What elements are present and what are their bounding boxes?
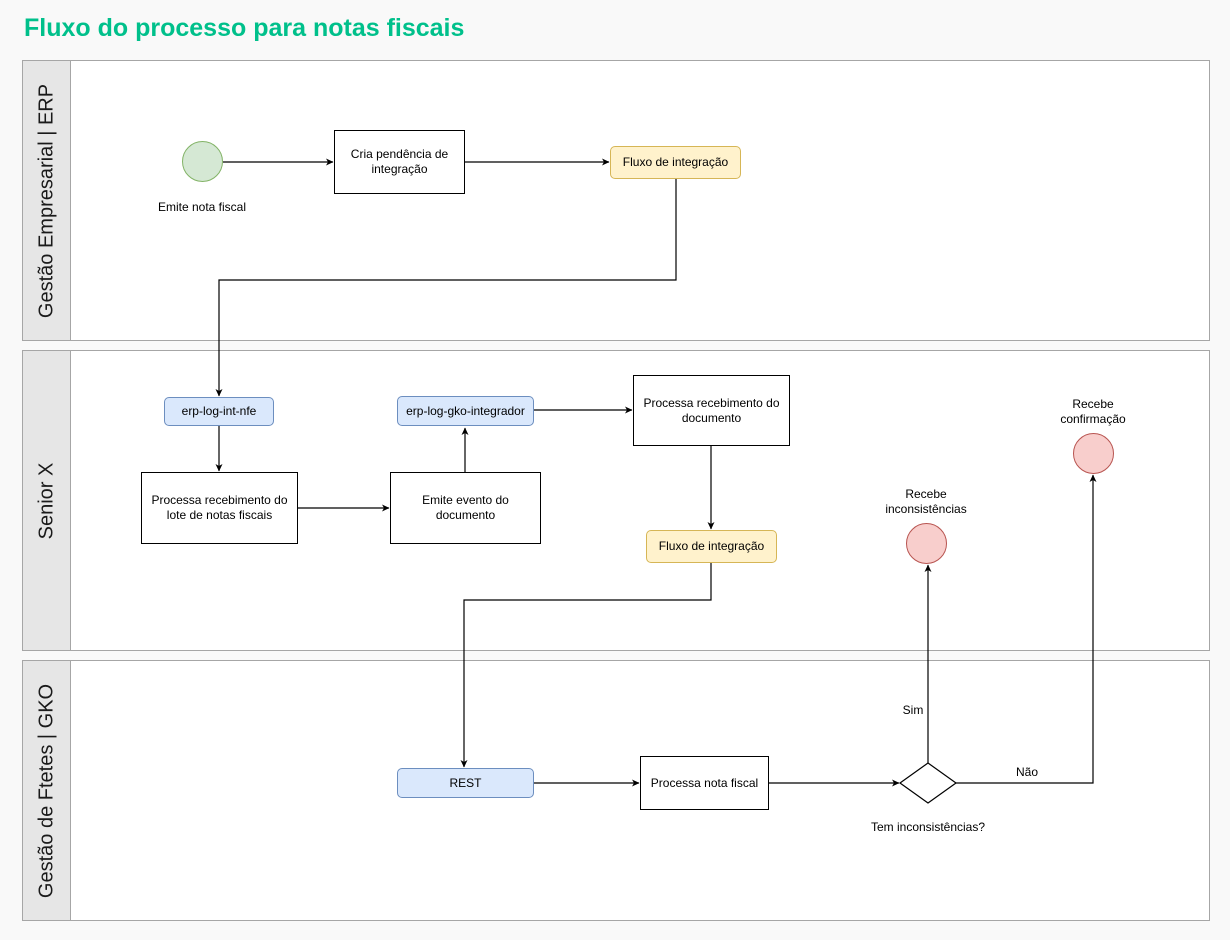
lane-header: Gestão de Ftetes | GKO [23, 661, 71, 920]
task-processa-nota-fiscal[interactable]: Processa nota fiscal [640, 756, 769, 810]
lane-header: Gestão Empresarial | ERP [23, 61, 71, 340]
queue-label: erp-log-gko-integrador [406, 403, 525, 418]
edge-label-sim: Sim [902, 703, 924, 717]
start-event-label: Emite nota fiscal [157, 200, 247, 214]
end-event-confirmacao-label: Recebe confirmação [1060, 397, 1126, 426]
end-event-recebe-inconsistencias[interactable] [906, 523, 947, 564]
task-processa-lote[interactable]: Processa recebimento do lote de notas fi… [141, 472, 298, 544]
start-event-emite-nota[interactable] [182, 141, 223, 182]
task-label: Emite evento do documento [422, 493, 509, 522]
task-cria-pendencia[interactable]: Cria pendência de integração [334, 130, 465, 194]
subprocess-fluxo-integracao-erp[interactable]: Fluxo de integração [610, 146, 741, 179]
lane-label-senior-x: Senior X [35, 462, 57, 539]
queue-rest[interactable]: REST [397, 768, 534, 798]
task-label: Processa recebimento do documento [643, 395, 780, 425]
queue-erp-log-gko-integrador[interactable]: erp-log-gko-integrador [397, 396, 534, 426]
task-emite-evento[interactable]: Emite evento do documento [390, 472, 541, 544]
gateway-label: Tem inconsistências? [870, 820, 986, 834]
diagram-title: Fluxo do processo para notas fiscais [24, 14, 465, 42]
task-processa-documento[interactable]: Processa recebimento do documento [633, 375, 790, 446]
subprocess-label: Fluxo de integração [622, 155, 729, 169]
edge-label-nao: Não [1015, 765, 1038, 779]
end-event-inconsistencias-label: Recebe inconsistências [885, 487, 967, 516]
task-label: Processa nota fiscal [650, 775, 759, 790]
subprocess-fluxo-integracao-senior[interactable]: Fluxo de integração [646, 530, 777, 563]
lane-label-erp: Gestão Empresarial | ERP [35, 83, 57, 318]
queue-label: REST [449, 775, 482, 790]
queue-label: erp-log-int-nfe [181, 404, 257, 418]
lane-header: Senior X [23, 351, 71, 650]
end-event-recebe-confirmacao[interactable] [1073, 433, 1114, 474]
task-label: Cria pendência de integração [350, 147, 449, 176]
task-label: Processa recebimento do lote de notas fi… [151, 493, 288, 522]
subprocess-label: Fluxo de integração [658, 539, 765, 553]
queue-erp-log-int-nfe[interactable]: erp-log-int-nfe [164, 397, 274, 426]
lane-label-gko: Gestão de Ftetes | GKO [35, 683, 57, 898]
lane-gko: Gestão de Ftetes | GKO [22, 660, 1210, 921]
